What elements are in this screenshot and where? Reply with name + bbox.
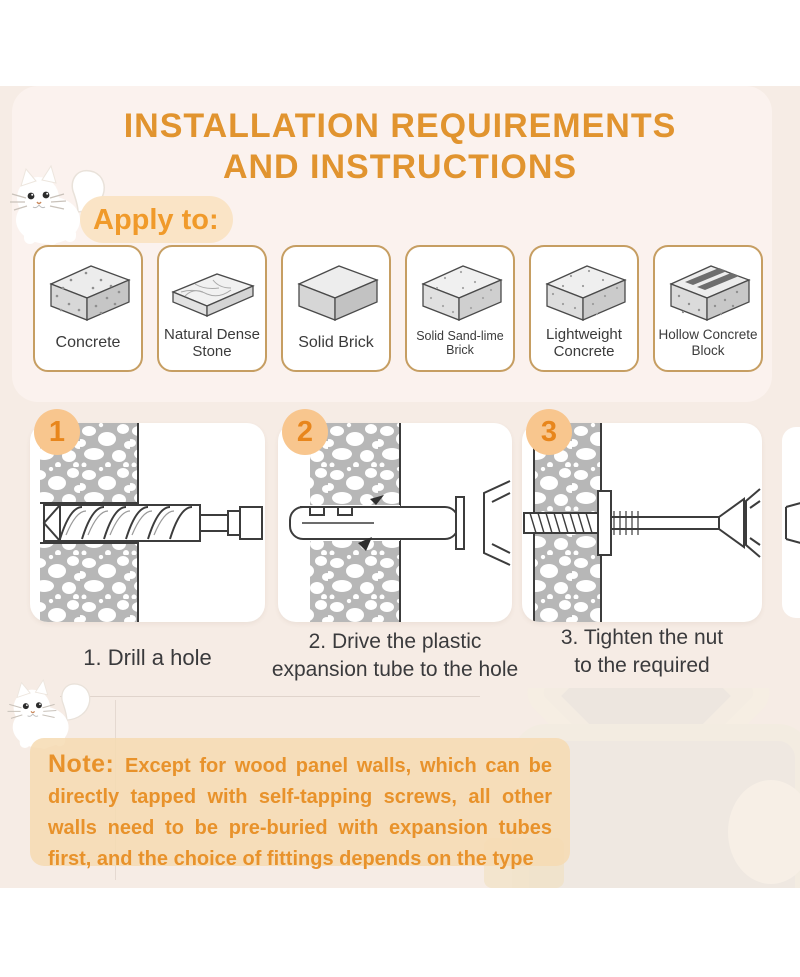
concrete-block-icon — [49, 265, 131, 321]
tighten-nut-illustration — [523, 423, 761, 622]
cat-icon — [7, 678, 91, 749]
cat-icon — [10, 164, 105, 245]
caption-line: 2. Drive the plastic — [308, 630, 482, 653]
step-panel-2 — [278, 423, 512, 622]
material-card-natural-dense-stone: Natural Dense Stone — [157, 245, 267, 372]
note-box: Note: Except for wood panel walls, which… — [30, 738, 570, 870]
material-card-concrete: Concrete — [33, 245, 143, 372]
title-line-1: INSTALLATION REQUIREMENTS — [123, 107, 677, 145]
caption-line: 3. Tighten the nut — [560, 626, 724, 649]
sand-lime-brick-icon — [421, 265, 503, 321]
step-caption-1: 1. Drill a hole — [30, 644, 265, 672]
material-label: Solid Brick — [298, 333, 374, 351]
step-panel-3 — [522, 423, 762, 622]
hollow-block-icon — [669, 265, 751, 321]
apply-to-label: Apply to: — [93, 204, 219, 236]
note-label: Note: — [48, 750, 126, 778]
material-label: Natural Dense Stone — [164, 325, 260, 360]
step-badge-2: 2 — [282, 409, 328, 455]
expansion-tube-illustration — [289, 423, 511, 622]
title-line-2: AND INSTRUCTIONS — [222, 148, 578, 186]
note-text: Except for wood panel walls, which can b… — [48, 755, 552, 870]
step-number: 2 — [296, 416, 314, 448]
step-badge-1: 1 — [34, 409, 80, 455]
material-card-lightweight-concrete: Lightweight Concrete — [529, 245, 639, 372]
step-caption-3: 3. Tighten the nut to the required — [518, 624, 766, 680]
step-caption-2: 2. Drive the plastic expansion tube to t… — [260, 628, 530, 684]
material-label: Concrete — [55, 333, 121, 351]
material-card-hollow-block: Hollow Concrete Block — [653, 245, 763, 372]
cat-house-opening — [728, 780, 800, 884]
caption-line: expansion tube to the hole — [271, 658, 519, 681]
caption-line: to the required — [574, 654, 710, 677]
step-panel-partial — [782, 427, 800, 618]
step-number: 3 — [540, 416, 558, 448]
material-label: Hollow Concrete Block — [658, 327, 758, 358]
solid-brick-icon — [297, 265, 379, 321]
page-title: INSTALLATION REQUIREMENTS AND INSTRUCTIO… — [0, 106, 800, 188]
photo-edge-line — [60, 696, 480, 697]
step-number: 1 — [48, 416, 66, 448]
stone-slab-icon — [171, 273, 255, 317]
apply-to-pill — [80, 196, 233, 243]
drill-hole-illustration — [40, 423, 263, 622]
step-panel-1 — [30, 423, 265, 622]
caption-line: 1. Drill a hole — [83, 645, 212, 670]
material-label: Lightweight Concrete — [546, 325, 622, 360]
material-card-sand-lime-brick: Solid Sand-lime Brick — [405, 245, 515, 372]
lightweight-concrete-icon — [545, 265, 627, 321]
materials-row: Concrete Natural Dense Stone Solid Brick — [33, 245, 763, 372]
step-badge-3: 3 — [526, 409, 572, 455]
material-card-solid-brick: Solid Brick — [281, 245, 391, 372]
material-label: Solid Sand-lime Brick — [416, 328, 504, 357]
